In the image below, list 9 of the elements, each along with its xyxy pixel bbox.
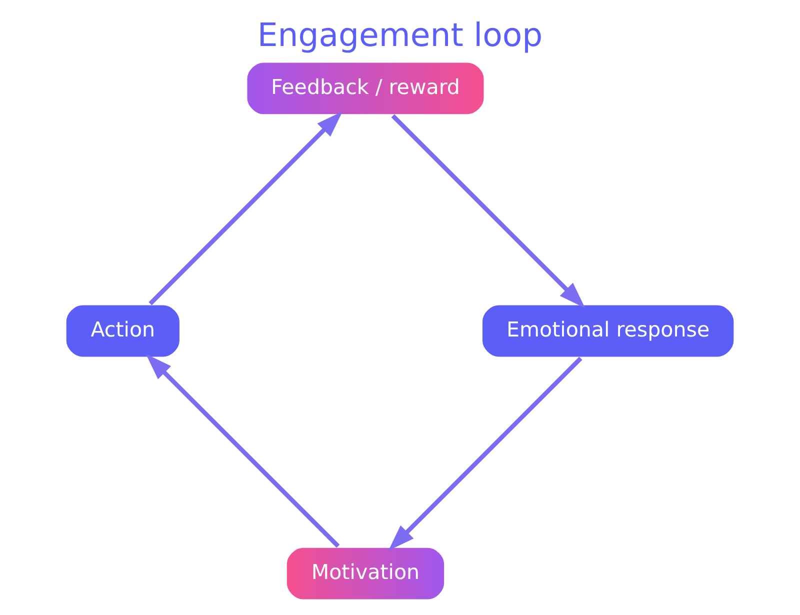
arrow: [388, 356, 582, 551]
node-box: Motivation: [284, 544, 447, 602]
arrow: [146, 354, 340, 548]
diagram-title: Engagement loop: [257, 16, 543, 54]
arrow: [391, 114, 586, 308]
node-box: Emotional response: [480, 302, 737, 360]
arrow: [148, 111, 343, 306]
node-box: Action: [63, 302, 182, 360]
node-box: Feedback / reward: [244, 60, 487, 118]
